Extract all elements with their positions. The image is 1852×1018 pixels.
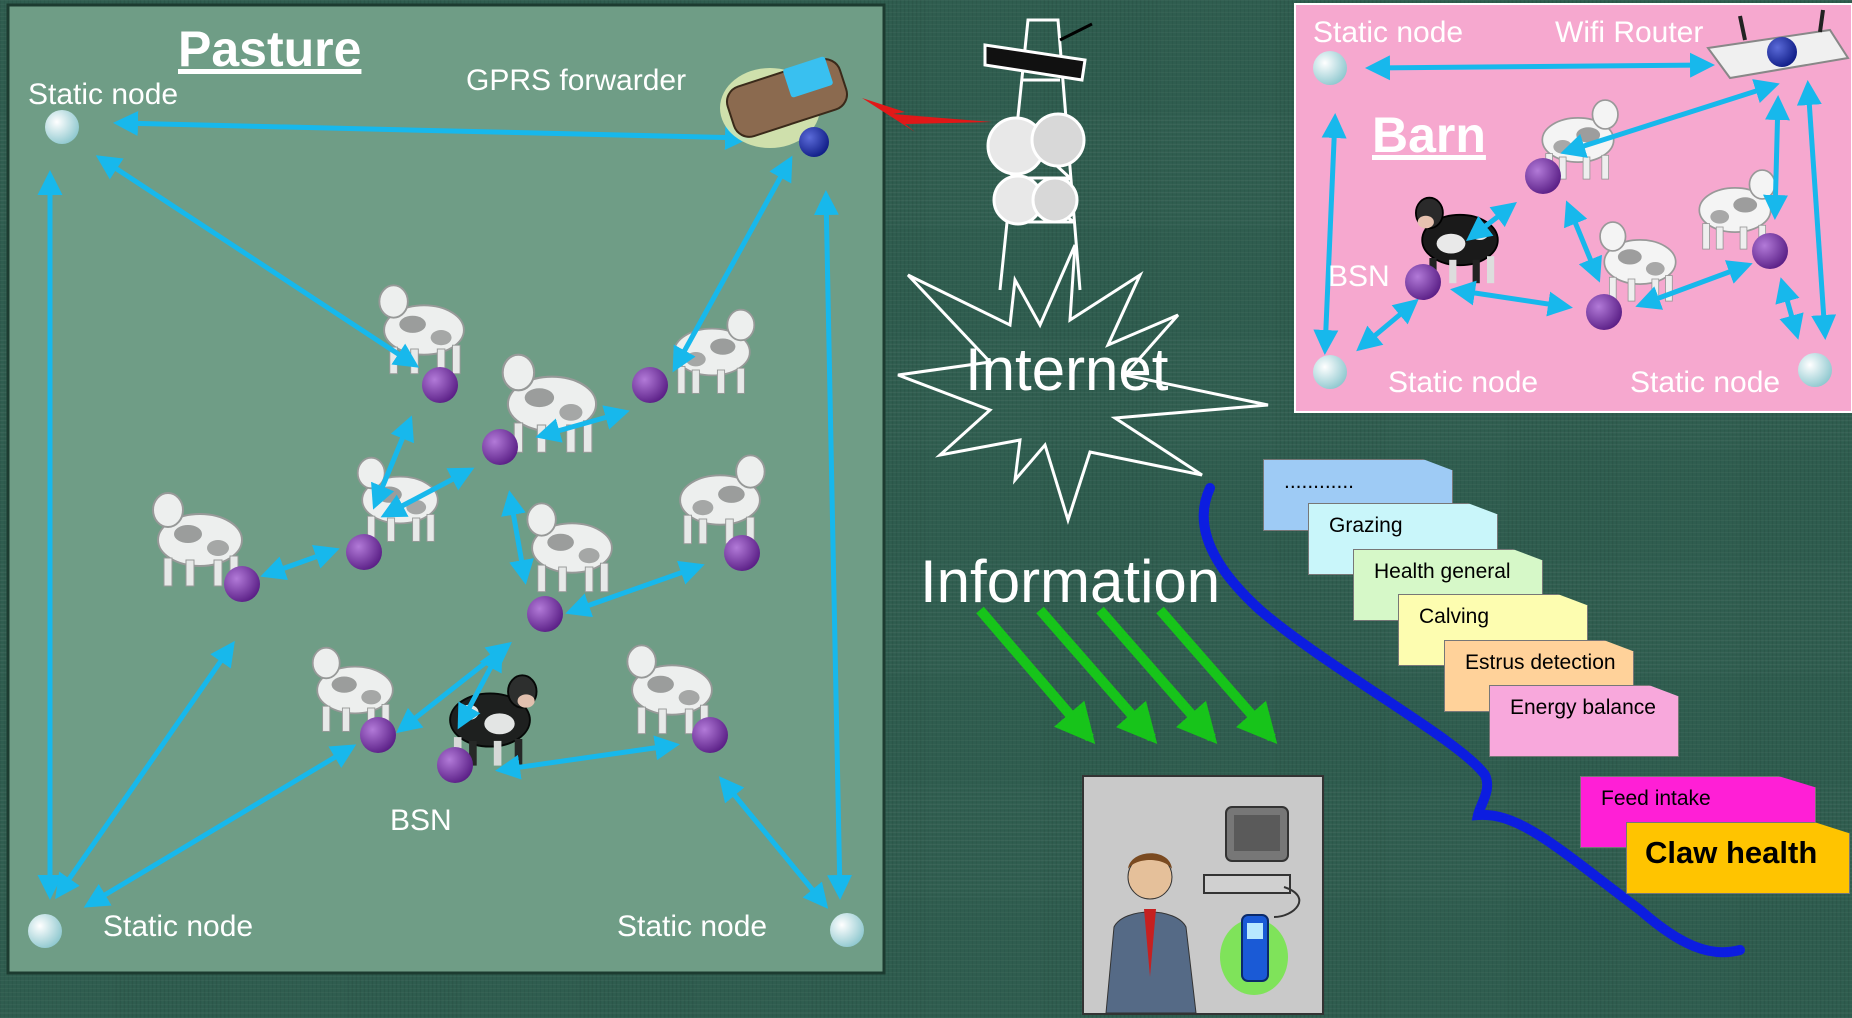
static-node-label-pasture-bl: Static node (103, 910, 254, 943)
bsn-label-pasture: BSN (390, 804, 452, 837)
static-node-label-barn-bl: Static node (1388, 366, 1539, 399)
barn-bsn-sensors (1405, 158, 1788, 330)
static-node-label-pasture-tl: Static node (28, 78, 179, 111)
static-node-label-pasture-br: Static node (617, 910, 768, 943)
info-card-label: Grazing (1329, 514, 1403, 537)
static-node-label-barn-tl: Static node (1313, 16, 1464, 49)
internet-label: Internet (965, 336, 1169, 403)
info-card-label: Feed intake (1601, 787, 1711, 810)
gprs-phone-icon (720, 56, 848, 157)
cell-tower-icon (983, 18, 1093, 291)
pasture-title: Pasture (178, 21, 362, 77)
internet-cloud (897, 244, 1269, 525)
wifi-router-icon (1706, 9, 1850, 80)
bsn-label-barn: BSN (1328, 260, 1390, 293)
information-brace (1198, 483, 1745, 958)
barn-title: Barn (1372, 107, 1486, 163)
info-card-label: Claw health (1645, 835, 1818, 870)
static-nodes (28, 51, 1832, 948)
farmer-workstation (1082, 775, 1324, 1015)
info-card-label: Energy balance (1510, 696, 1656, 719)
info-card-claw-health: Claw health (1626, 822, 1850, 894)
pasture-bsn-sensors (224, 367, 760, 783)
info-card-label: Health general (1374, 560, 1511, 583)
barn-links (1313, 52, 1837, 355)
wifi-router-label: Wifi Router (1555, 16, 1704, 49)
info-card-label: Calving (1419, 605, 1490, 628)
static-node-label-barn-br: Static node (1630, 366, 1781, 399)
gprs-forwarder-label: GPRS forwarder (466, 64, 687, 97)
info-card-energy-balance: Energy balance (1489, 685, 1679, 757)
pasture-links (37, 110, 853, 909)
info-card-label: Estrus detection (1465, 651, 1616, 674)
information-label: Information (920, 548, 1221, 615)
farmer-computer-icon (1105, 806, 1301, 1014)
information-arrows (976, 606, 1278, 745)
info-card-label: ............ (1284, 470, 1355, 493)
